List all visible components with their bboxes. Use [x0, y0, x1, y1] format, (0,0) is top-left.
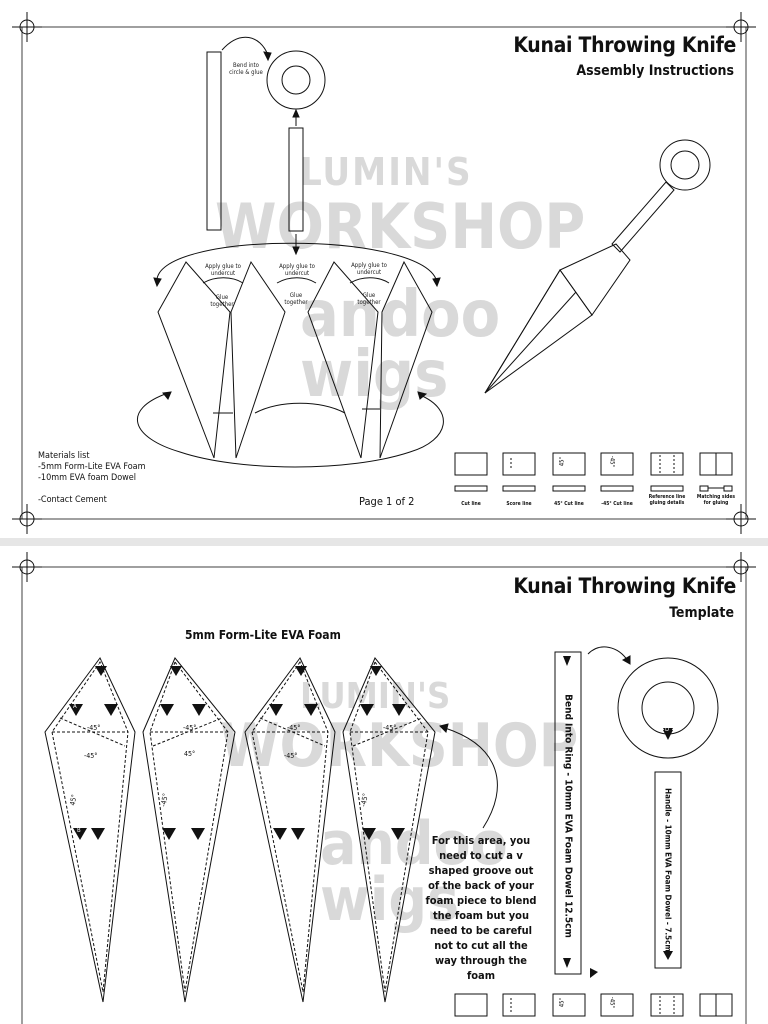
- glue-together-note: Glue together: [357, 292, 381, 306]
- angle-label: -45°: [284, 752, 298, 760]
- assembly-page: LUMIN'S WORKSHOP andoo wigs: [0, 0, 768, 538]
- materials-item: -10mm EVA foam Dowel: [38, 473, 137, 483]
- blade-template: [342, 657, 436, 1003]
- marker-letter: B: [77, 827, 81, 834]
- blade-template: [44, 657, 136, 1003]
- glue-together-note: Glue together: [210, 294, 234, 308]
- apply-glue-note: Apply glue to undercut: [279, 263, 315, 277]
- legend-45-mark: 45°: [558, 997, 566, 1008]
- groove-note: For this area, you need to cut a v shape…: [425, 834, 537, 982]
- registration-mark-icon: [12, 12, 756, 534]
- legend-label: 45° Cut line: [554, 501, 584, 507]
- legend-icons: [454, 993, 733, 1017]
- page-subtitle: Template: [669, 605, 734, 621]
- blade-piece: [230, 260, 286, 459]
- ring-icon: [266, 50, 326, 110]
- kunai-illustration: [484, 139, 711, 394]
- legend-label: Cut line: [461, 501, 481, 507]
- blade-piece: [157, 261, 231, 459]
- materials-heading: Materials list: [38, 451, 90, 461]
- ring-label: Bend Into Ring - 10mm EVA Foam Dowel 12.…: [562, 694, 574, 938]
- blade-piece: [379, 260, 433, 459]
- legend-neg45-mark: -45°: [608, 996, 616, 1009]
- angle-label: -45°: [183, 724, 197, 732]
- handle-dowel: [288, 127, 304, 232]
- legend-label: -45° Cut line: [601, 501, 633, 507]
- bend-circle-note: Bend into circle & glue: [229, 62, 263, 76]
- handle-template: [654, 771, 682, 969]
- blade-template: [142, 657, 236, 1003]
- legend-label: Score line: [506, 501, 532, 507]
- ring-strip-template: [554, 651, 582, 975]
- assembly-diagram: [12, 12, 756, 534]
- materials-item: -Contact Cement: [38, 495, 107, 505]
- apply-glue-note: Apply glue to undercut: [351, 262, 387, 276]
- legend-label: Reference line gluing details: [648, 494, 686, 506]
- page-title: Kunai Throwing Knife: [513, 33, 736, 57]
- legend-neg45-mark: -45°: [608, 455, 616, 468]
- legend-45-mark: 45°: [558, 456, 566, 467]
- angle-label: -45°: [84, 752, 98, 760]
- angle-label: -45°: [383, 724, 397, 732]
- blade-template: [244, 657, 336, 1003]
- foam-label: 5mm Form-Lite EVA Foam: [185, 628, 341, 642]
- page-title: Kunai Throwing Knife: [513, 574, 736, 598]
- template-page: LUMIN'S WORKSHOP andoo wigs: [0, 546, 768, 1024]
- legend-icons: [454, 452, 733, 492]
- ring-strip: [206, 51, 222, 231]
- page-number: Page 1 of 2: [359, 495, 415, 508]
- template-diagram: [12, 552, 756, 1024]
- apply-glue-note: Apply glue to undercut: [205, 263, 241, 277]
- legend-label: Matching sides for gluing: [696, 494, 736, 506]
- glue-together-note: Glue together: [284, 292, 308, 306]
- angle-label: -45°: [287, 724, 301, 732]
- match-marker-icons: [69, 656, 673, 978]
- blade-piece: [307, 261, 379, 459]
- marker-letter: D: [665, 726, 670, 733]
- materials-item: -5mm Form-Lite EVA Foam: [38, 462, 146, 472]
- registration-mark-icon: [12, 552, 756, 582]
- marker-letter: A: [73, 703, 77, 710]
- page-subtitle: Assembly Instructions: [576, 63, 734, 79]
- marker-letter: C: [98, 660, 102, 667]
- ring-template-icon: [617, 657, 719, 759]
- angle-label: -45°: [87, 724, 101, 732]
- handle-label: Handle - 10mm EVA Foam Dowel - 7.5cm: [663, 788, 673, 952]
- angle-label: 45°: [184, 750, 196, 758]
